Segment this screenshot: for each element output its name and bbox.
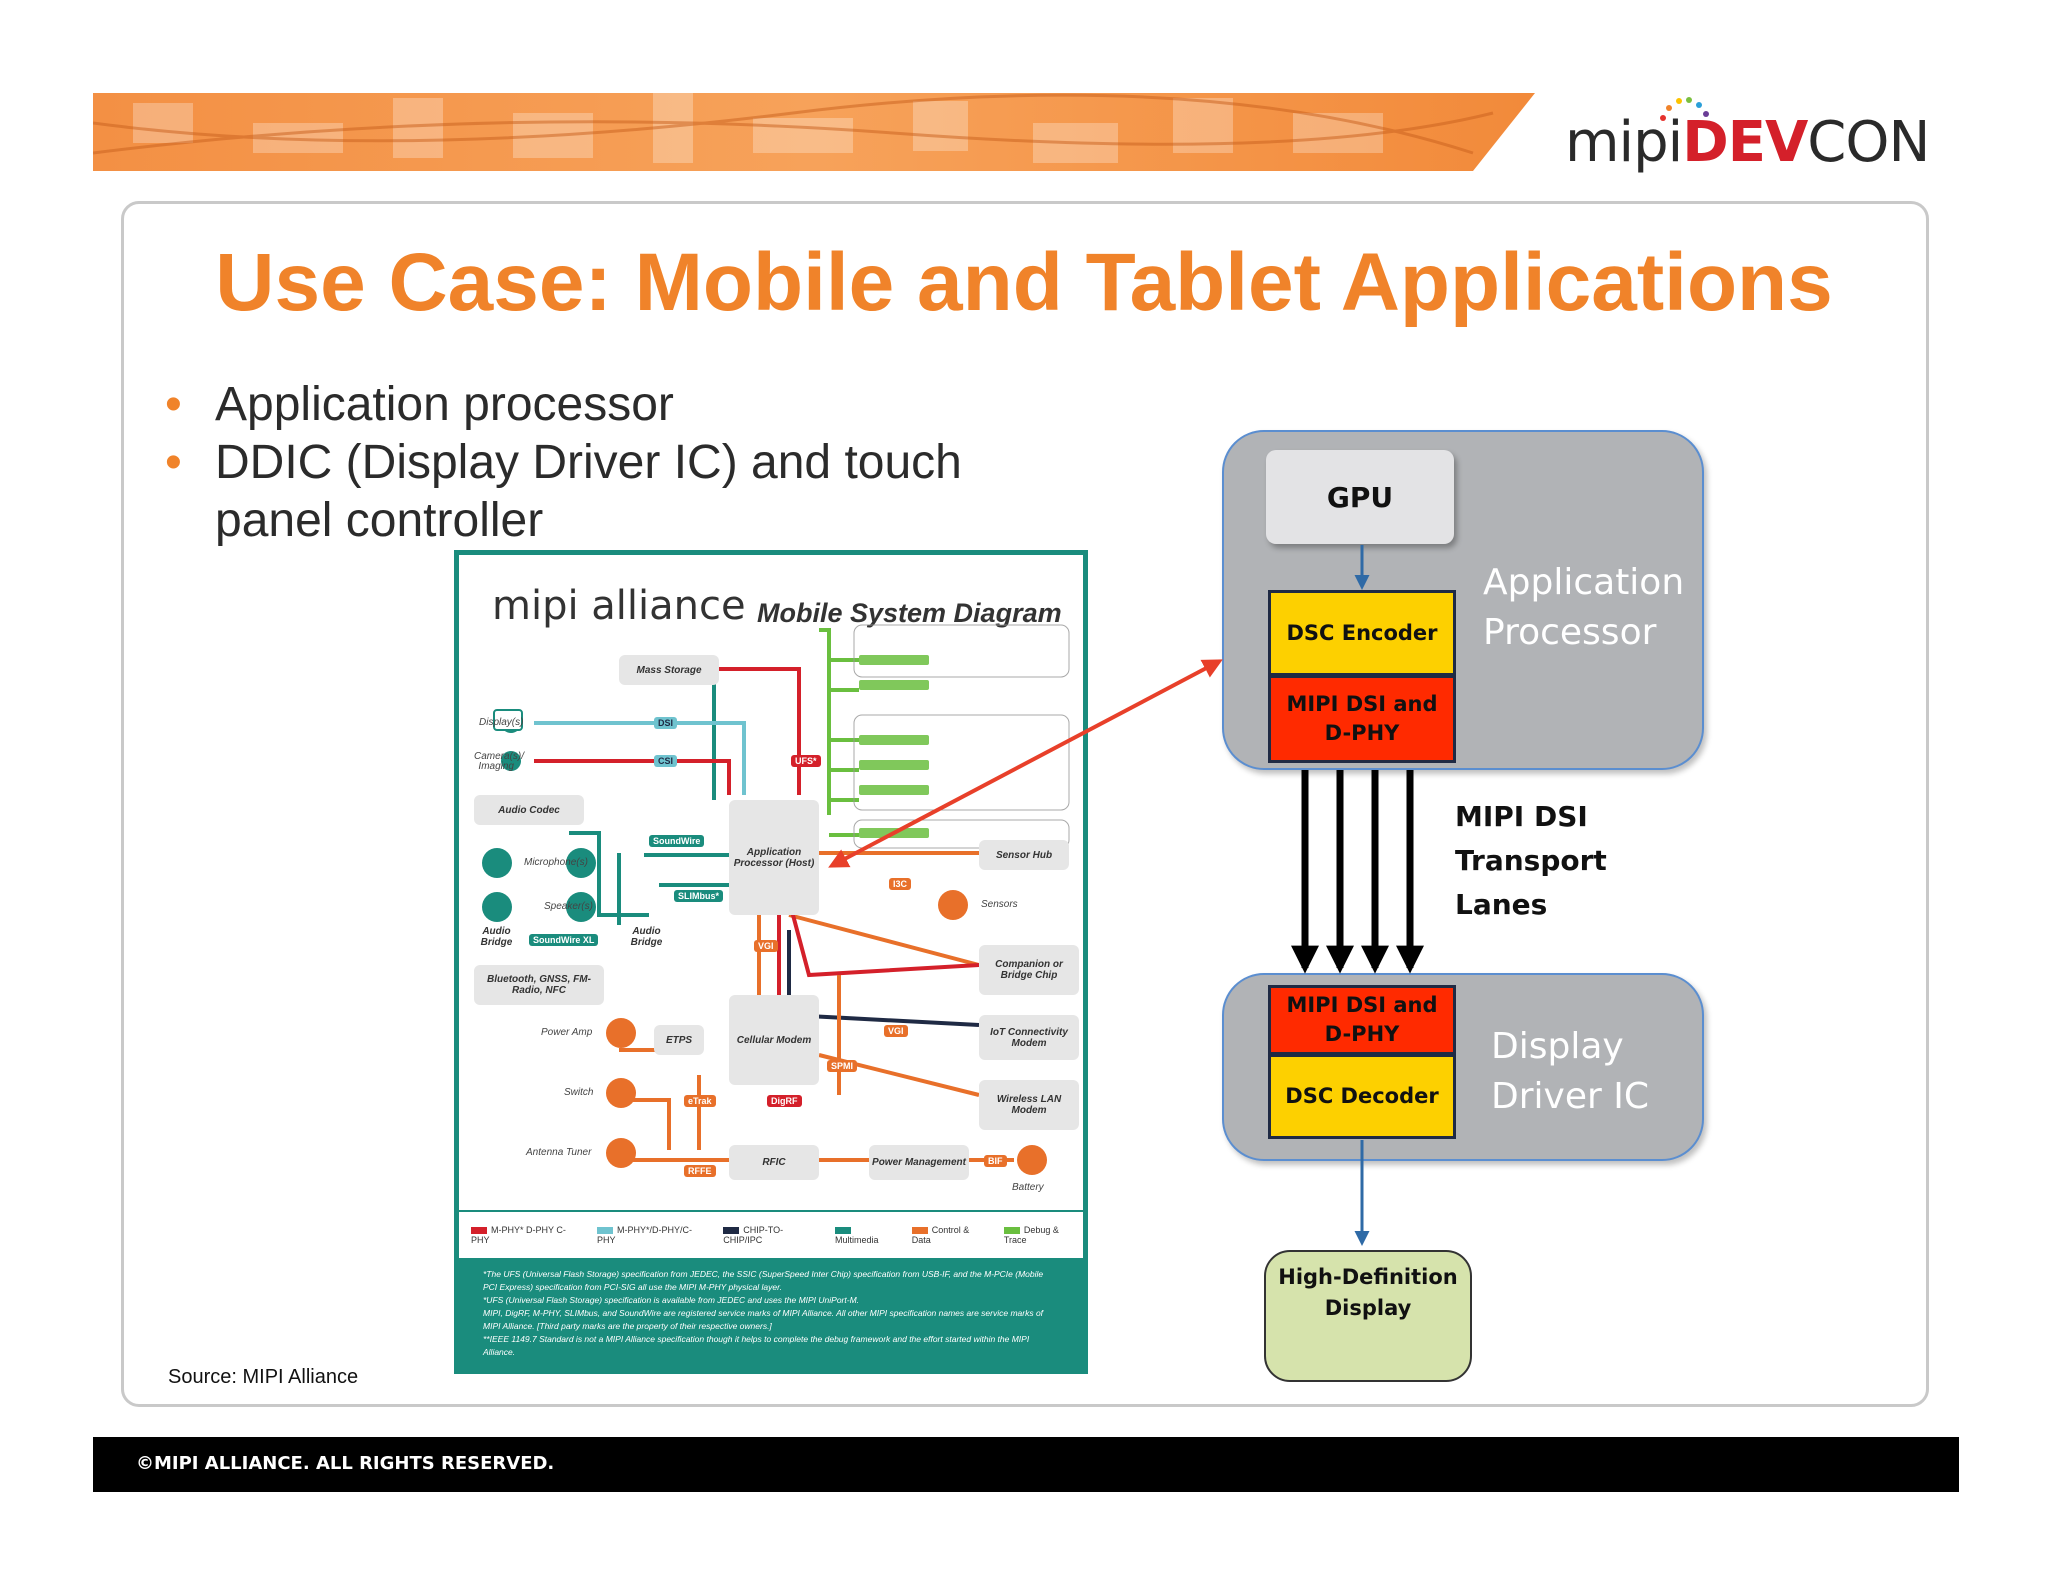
- soundwire-xl-tag: SoundWire XL: [529, 934, 599, 946]
- poster-legend: M-PHY* D-PHY C-PHY M-PHY*/D-PHY/C-PHY CH…: [459, 1210, 1083, 1258]
- camera-label: Camera(s)/ Imaging: [474, 751, 525, 772]
- poster-logo: mipi alliance: [492, 583, 746, 629]
- csi-tag: CSI: [654, 755, 678, 767]
- bluetooth-block: Bluetooth, GNSS, FM-Radio, NFC: [474, 965, 604, 1005]
- sensors-label: Sensors: [981, 899, 1018, 910]
- footnote: *The UFS (Universal Flash Storage) speci…: [483, 1269, 1044, 1292]
- footnote: *UFS (Universal Flash Storage) specifica…: [483, 1295, 860, 1305]
- poster-footnotes: *The UFS (Universal Flash Storage) speci…: [459, 1258, 1083, 1369]
- bif-tag: BIF: [984, 1155, 1007, 1167]
- audio-bridge-left: Audio Bridge: [480, 926, 513, 948]
- mipi-devcon-logo: mipiDEVCON: [1565, 97, 1930, 175]
- logo-dev: DEV: [1682, 110, 1808, 175]
- audio-bridge-right: Audio Bridge: [630, 926, 663, 948]
- iot-modem-block: IoT Connectivity Modem: [979, 1015, 1079, 1060]
- dsi-tag: DSI: [654, 717, 678, 729]
- displays-label: Display(s): [479, 717, 524, 728]
- gpu-block: GPU: [1266, 450, 1454, 544]
- spmi-tag: SPMI: [827, 1060, 858, 1072]
- vgi2-tag: VGI: [884, 1025, 908, 1037]
- bullet-text: Application processor: [215, 378, 674, 431]
- bullet-list: •Application processor •DDIC (Display Dr…: [165, 376, 1065, 550]
- display-driver-ic-label: Display Driver IC: [1491, 1026, 1649, 1117]
- rffe-tag: RFFE: [684, 1165, 716, 1177]
- cellular-modem-block: Cellular Modem: [729, 995, 819, 1085]
- power-management-block: Power Management: [869, 1145, 969, 1180]
- pointer-arrow: [828, 659, 1223, 868]
- mipi-dsi-tx-block: MIPI DSI and D-PHY: [1268, 675, 1456, 763]
- speaker-label: Speaker(s): [544, 901, 593, 912]
- logo-con: CON: [1807, 110, 1930, 175]
- application-processor-label: Application Processor: [1483, 562, 1685, 653]
- mipi-dsi-lanes-label: MIPI DSI Transport Lanes: [1455, 800, 1607, 921]
- slide-frame: [121, 201, 1929, 1407]
- battery-label: Battery: [1012, 1182, 1044, 1193]
- ufs-tag: UFS*: [791, 755, 821, 767]
- audio-codec-block: Audio Codec: [474, 795, 584, 825]
- dsc-decoder-block: DSC Decoder: [1268, 1054, 1456, 1139]
- etps-block: ETPS: [654, 1025, 704, 1055]
- etrak-tag: eTrak: [684, 1095, 716, 1107]
- microphone-label: Microphone(s): [524, 857, 588, 868]
- companion-chip-block: Companion or Bridge Chip: [979, 945, 1079, 995]
- slimbus-tag: SLIMbus*: [674, 890, 724, 902]
- power-amp-label: Power Amp: [541, 1027, 593, 1038]
- slide-title: Use Case: Mobile and Tablet Applications: [215, 237, 1833, 328]
- legend-item: Multimedia: [834, 1225, 898, 1245]
- header-banner: [93, 93, 1535, 171]
- bullet-text: DDIC (Display Driver IC) and touch panel…: [215, 436, 962, 547]
- bullet-item: •Application processor: [165, 376, 1065, 434]
- mipi-dsi-rx-block: MIPI DSI and D-PHY: [1268, 985, 1456, 1055]
- mass-storage-block: Mass Storage: [619, 655, 719, 685]
- legend-item: Control & Data: [911, 1225, 970, 1245]
- switch-label: Switch: [564, 1087, 594, 1098]
- rfic-block: RFIC: [729, 1145, 819, 1180]
- wlan-modem-block: Wireless LAN Modem: [979, 1080, 1079, 1130]
- footnote: **IEEE 1149.7 Standard is not a MIPI All…: [483, 1334, 1030, 1357]
- app-processor-block: Application Processor (Host): [729, 800, 819, 915]
- dotted-arc-icon: [1660, 97, 1709, 121]
- legend-item: CHIP-TO-CHIP/IPC: [723, 1225, 784, 1245]
- dsc-encoder-block: DSC Encoder: [1268, 590, 1456, 676]
- footer-bar: [93, 1437, 1959, 1492]
- antenna-label: Antenna Tuner: [526, 1147, 592, 1158]
- digrf-tag: DigRF: [767, 1095, 802, 1107]
- vgi-tag: VGI: [754, 940, 778, 952]
- copyright-text: ©MIPI ALLIANCE. ALL RIGHTS RESERVED.: [136, 1453, 555, 1474]
- hd-display-block: High-Definition Display: [1264, 1250, 1472, 1382]
- legend-item: M-PHY* D-PHY C-PHY: [471, 1225, 566, 1245]
- soundwire-tag: SoundWire: [649, 835, 705, 847]
- legend-item: Debug & Trace: [1003, 1225, 1059, 1245]
- legend-item: M-PHY*/D-PHY/C-PHY: [597, 1225, 693, 1245]
- poster-title: Mobile System Diagram: [757, 598, 1062, 628]
- footnote: MIPI, DigRF, M-PHY, SLIMbus, and SoundWi…: [483, 1308, 1044, 1331]
- bullet-item: •DDIC (Display Driver IC) and touch pane…: [165, 434, 1065, 550]
- i3c-tag: I3C: [889, 878, 912, 890]
- source-caption: Source: MIPI Alliance: [168, 1366, 359, 1388]
